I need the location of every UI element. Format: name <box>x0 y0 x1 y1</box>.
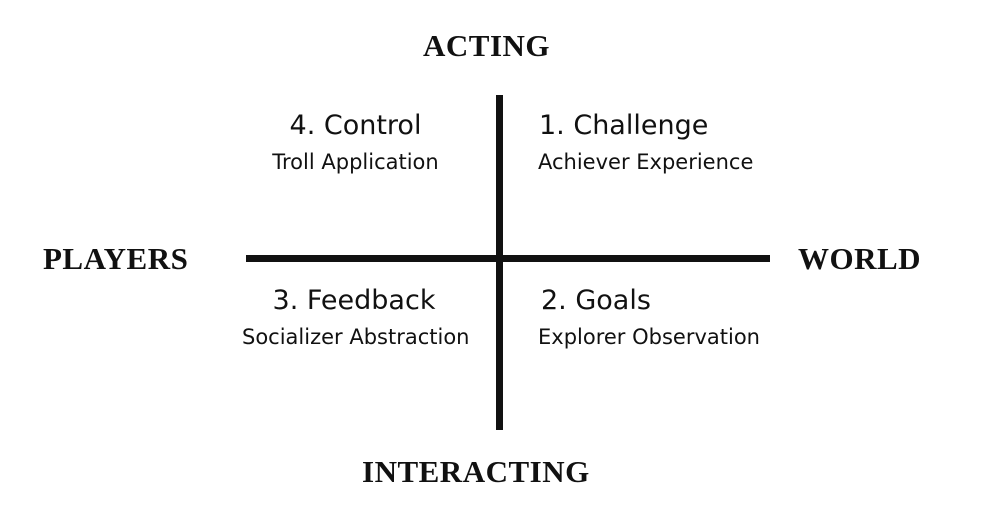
quadrant-feedback: 3. Feedback Socializer Abstraction <box>242 285 470 349</box>
quadrant-challenge: 1. Challenge Achiever Experience <box>538 112 753 173</box>
horizontal-axis-line <box>246 255 770 262</box>
quadrant-subtitle: Socializer Abstraction <box>242 325 470 349</box>
quadrant-title: 4. Control <box>289 110 422 141</box>
quadrant-title: 3. Feedback <box>272 285 436 316</box>
vertical-axis-line <box>496 95 503 430</box>
quadrant-subtitle: Achiever Experience <box>538 150 754 174</box>
quadrant-control: 4. Control Troll Application <box>270 112 441 173</box>
quadrant-goals: 2. Goals Explorer Observation <box>538 287 760 348</box>
quadrant-subtitle: Troll Application <box>272 150 439 174</box>
axis-label-right: WORLD <box>798 241 922 276</box>
axis-label-top: ACTING <box>423 28 551 63</box>
quadrant-title: 2. Goals <box>541 285 651 316</box>
quadrant-subtitle: Explorer Observation <box>538 325 760 349</box>
axis-label-bottom: INTERACTING <box>362 454 590 489</box>
quadrant-title: 1. Challenge <box>539 110 709 141</box>
axis-label-left: PLAYERS <box>43 241 189 276</box>
